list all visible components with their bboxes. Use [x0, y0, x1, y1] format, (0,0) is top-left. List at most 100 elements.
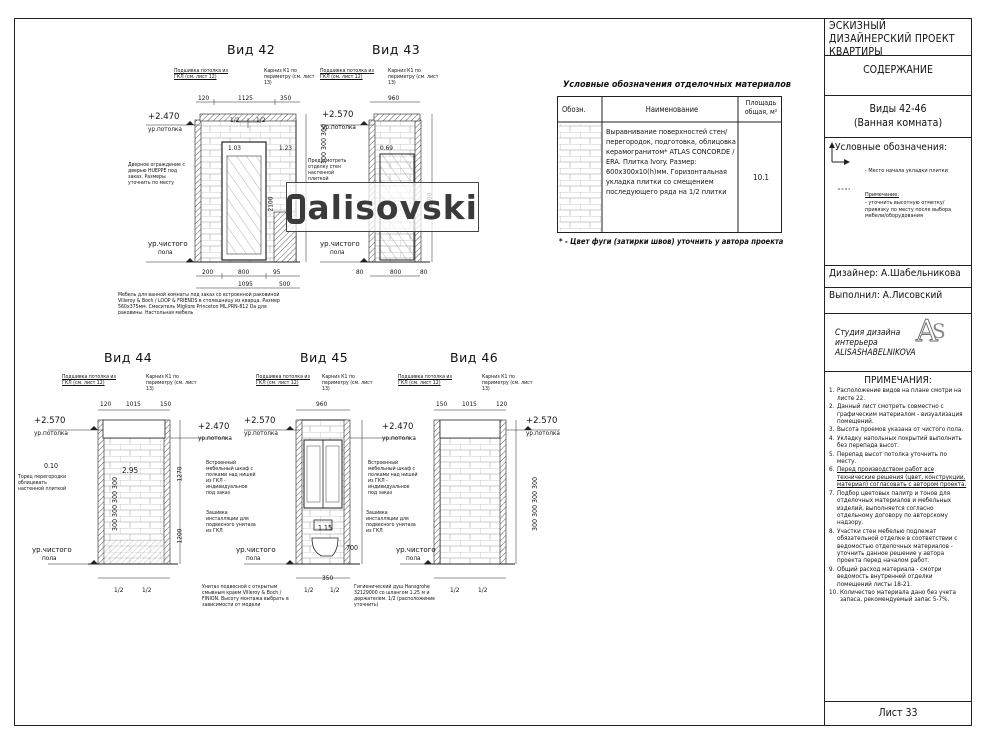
- v45-installation-note: Зашивка инсталляции для подвесного унита…: [366, 510, 416, 534]
- v44-dim-1015: 1015: [126, 400, 141, 408]
- v42-dim-120: 120: [198, 94, 210, 102]
- tb-note-text: Укладку напольных покрытий выполнить без…: [837, 434, 962, 450]
- tb-note-number: 8.: [829, 527, 835, 535]
- v42-floor-level: ур.чистого: [148, 240, 188, 248]
- v42-cornice-note: Карниз К1 по периметру (см. лист 13): [264, 68, 315, 86]
- watermark-text: alisovski: [307, 187, 478, 227]
- v42-half-2: 1/2: [256, 116, 266, 124]
- tb-note-item: 8.Участки стен мебелью подлежат обязател…: [829, 528, 967, 565]
- v46-ceiling-level-label: ур.потолка: [526, 431, 560, 437]
- tb-note-text: Участки стен мебелью подлежат обязательн…: [837, 527, 958, 565]
- tb-performer: Выполнил: А.Лисовский: [825, 288, 971, 314]
- v42-furniture-note: Мебель для ванной комнаты под заказ со в…: [118, 292, 280, 316]
- v44-cabinet-note: Встроенный мебельный шкаф с полками над …: [206, 460, 256, 496]
- v42-dim-350: 350: [280, 94, 292, 102]
- v45-half-2: 1/2: [330, 586, 340, 594]
- v45-ceiling-note: Подшивка потолка из ГКЛ (см. лист 12): [256, 374, 310, 386]
- v45-floor-level: ур.чистого: [236, 546, 276, 554]
- v45-cornice-note: Карниз К1 по периметру (см. лист 13): [322, 374, 373, 392]
- view-43-title: Вид 43: [372, 42, 421, 57]
- tb-note-number: 7.: [829, 489, 835, 497]
- v44-half-1: 1/2: [114, 586, 124, 594]
- tb-note-item: 10.Количество материала дано без учета з…: [829, 589, 967, 604]
- v45-ceiling-level-label: ур.потолка: [244, 431, 278, 437]
- v44-side-dims: 300 300 300 300: [111, 476, 120, 532]
- v43-dim-80b: 80: [420, 268, 428, 276]
- v43-dim-800: 800: [390, 268, 402, 276]
- tb-studio-line-2: интерьера: [835, 338, 878, 348]
- v45-floor-level-2: пола: [246, 556, 261, 562]
- view-46-title: Вид 46: [450, 350, 499, 365]
- tb-note-number: 4.: [829, 434, 835, 442]
- svg-text:A: A: [915, 314, 938, 349]
- v45-dim-115: 1.15: [318, 524, 333, 532]
- v42-dim-500: 500: [279, 280, 291, 288]
- v44-dim-010: 0.10: [44, 462, 59, 470]
- tb-note-number: 5.: [829, 450, 835, 458]
- tb-note-number: 9.: [829, 565, 835, 573]
- tb-note-number: 3.: [829, 426, 835, 434]
- tb-sheet-number: Лист 33: [878, 707, 918, 719]
- v46-ceiling-note: Подшивка потолка из ГКЛ (см. лист 12): [398, 374, 452, 386]
- v42-ceiling-level-label: ур.потолка: [148, 127, 182, 133]
- v45-floor-level-right-2: пола: [406, 556, 421, 562]
- v44-floor-level: ур.чистого: [32, 546, 72, 554]
- tb-notes: ПРИМЕЧАНИЯ: 1.Расположение видов на план…: [825, 372, 971, 702]
- tb-legend-title: Условные обозначения:: [835, 142, 948, 153]
- v42-ceiling-note: Подшивка потолка из ГКЛ (см. лист 12): [174, 68, 228, 80]
- tb-note-item: 2.Данный лист смотреть совместно с графи…: [829, 403, 967, 425]
- tb-designer: Дизайнер: А.Шабельникова: [825, 266, 971, 288]
- v45-dim-700: 700: [346, 544, 359, 552]
- v43-ceiling-note: Подшивка потолка из ГКЛ (см. лист 12): [320, 68, 374, 80]
- tb-note-item: 6.Перед производством работ все техничес…: [829, 466, 967, 488]
- v44-ceiling-level-2: +2.470: [198, 422, 230, 432]
- v46-ceiling-level: +2.570: [526, 416, 558, 426]
- v43-dim-80: 80: [356, 268, 364, 276]
- legend-table-title: Условные обозначения отделочных материал…: [563, 80, 791, 90]
- tb-views-range: Виды 42-46: [869, 103, 927, 115]
- tb-note-item: 4.Укладку напольных покрытий выполнить б…: [829, 435, 967, 450]
- v44-dim-1200: 1200: [175, 528, 184, 544]
- tb-studio-line-1: Студия дизайна: [835, 328, 901, 338]
- title-block-graphics: A S: [829, 142, 946, 349]
- tb-section: СОДЕРЖАНИЕ: [825, 56, 971, 96]
- tb-note-text: Общий расход материала - смотри ведомост…: [837, 565, 942, 588]
- watermark-frame-icon: [287, 194, 306, 224]
- v45-wc-note: Унитаз подвесной с открытым смывным крае…: [202, 584, 289, 608]
- tb-legend-note-title: Примечание:: [865, 192, 899, 198]
- v44-floor-level-2: пола: [42, 556, 57, 562]
- v44-dim-295: 2.95: [122, 466, 139, 475]
- v43-ceiling-level: +2.570: [322, 110, 354, 120]
- v45-cabinet-note: Встроенный мебельный шкаф с полками над …: [368, 460, 418, 496]
- v42-dim-1125: 1125: [238, 94, 253, 102]
- sheet-frame: [14, 18, 972, 726]
- tb-room: (Ванная комната): [853, 117, 943, 129]
- legend-row-area: 10.1: [752, 173, 770, 182]
- v46-half-2: 1/2: [478, 586, 488, 594]
- tb-project: ЭСКИЗНЫЙ ДИЗАЙНЕРСКИЙ ПРОЕКТ КВАРТИРЫ: [825, 18, 971, 58]
- title-block: ЭСКИЗНЫЙ ДИЗАЙНЕРСКИЙ ПРОЕКТ КВАРТИРЫ СО…: [824, 18, 972, 726]
- view-42-drawing: [146, 99, 307, 289]
- v44-half-2: 1/2: [142, 586, 152, 594]
- view-46-drawing: [400, 409, 560, 579]
- v44-dim-1270: 1270: [175, 466, 184, 482]
- legend-row-name: Выравнивание поверхностей стен/перегород…: [606, 127, 736, 196]
- legend-table-lines: [557, 96, 782, 233]
- tb-note-item: 7.Подбор цветовых палитр и тонов для отд…: [829, 490, 967, 527]
- v46-cornice-note: Карниз К1 по периметру (см. лист 13): [482, 374, 533, 392]
- legend-col-area: Площадь общая, м²: [744, 99, 778, 116]
- tb-note-item: 1.Расположение видов на плане смотри на …: [829, 387, 967, 402]
- v44-cornice-note: Карниз К1 по периметру (см. лист 13): [146, 374, 197, 392]
- tb-note-item: 9.Общий расход материала - смотри ведомо…: [829, 566, 967, 588]
- v42-dim-1095: 1095: [238, 280, 253, 288]
- v45-ceiling-level-label-2: ур.потолка: [382, 436, 416, 442]
- v42-dim-123: 1.23: [279, 144, 293, 152]
- view-45-drawing: [244, 409, 410, 579]
- v43-wall-note: Предусмотреть отделку стен настенной пли…: [308, 158, 347, 182]
- view-44-title: Вид 44: [104, 350, 153, 365]
- v43-dim-960: 960: [388, 94, 400, 102]
- studio-logo-icon: [915, 320, 963, 364]
- v46-dim-1015: 1015: [462, 400, 477, 408]
- view-45-title: Вид 45: [300, 350, 349, 365]
